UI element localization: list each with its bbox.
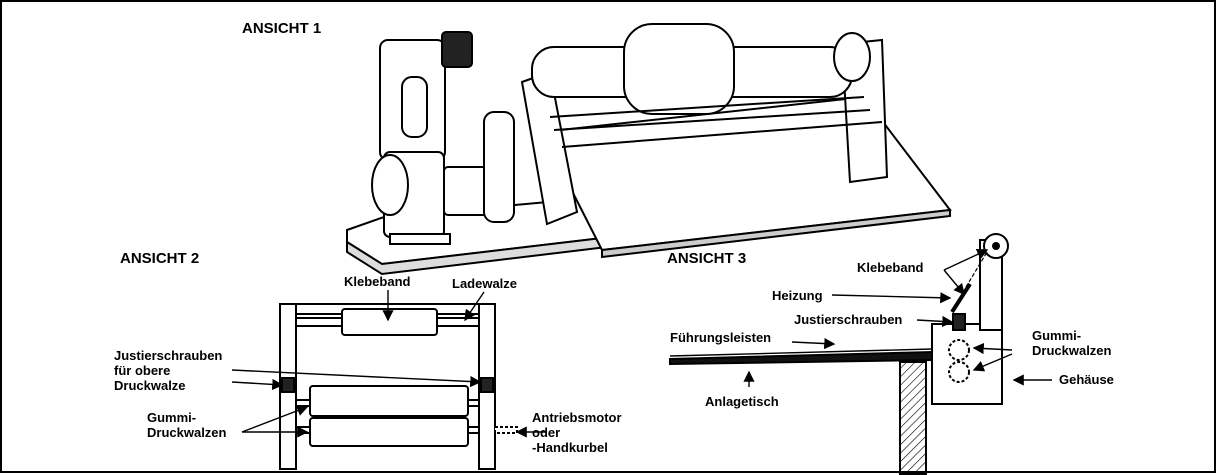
- view3-label-fuehrungsleisten: Führungsleisten: [670, 330, 772, 345]
- view2-label-justierschrauben-line3: Druckwalze: [114, 378, 186, 393]
- view2-label-antrieb-line2: oder: [532, 425, 561, 440]
- view3-label-gummi-line2: Druckwalzen: [1032, 343, 1112, 358]
- view3-side-view: [669, 233, 1009, 475]
- view2-label-gummi-line2: Druckwalzen: [147, 425, 227, 440]
- view2-label-antrieb-line1: Antriebsmotor: [532, 410, 622, 425]
- view3-label-klebeband: Klebeband: [857, 260, 924, 275]
- view2-label-klebeband: Klebeband: [344, 274, 411, 289]
- view3-label-anlagetisch: Anlagetisch: [705, 394, 779, 409]
- view3-leader-lines: [743, 249, 1052, 387]
- view2-leader-lines: [231, 290, 547, 438]
- view2-label-justierschrauben-line2: für obere: [114, 363, 171, 378]
- view1-machine-illustration: [346, 23, 952, 276]
- view1-title: ANSICHT 1: [242, 20, 322, 37]
- view3-label-gummi-line1: Gummi-: [1032, 328, 1082, 343]
- view2-label-ladewalze: Ladewalze: [452, 276, 518, 291]
- view2-label-gummi-line1: Gummi-: [147, 410, 197, 425]
- view2-label-antrieb-line3: -Handkurbel: [532, 440, 608, 455]
- view3-label-heizung: Heizung: [772, 288, 823, 303]
- view3-title: ANSICHT 3: [667, 250, 747, 267]
- view3-label-gehaeuse: Gehäuse: [1059, 372, 1114, 387]
- view3-label-justierschrauben: Justierschrauben: [794, 312, 903, 327]
- view2-title: ANSICHT 2: [120, 250, 200, 267]
- view2-label-justierschrauben-line1: Justierschrauben: [114, 348, 223, 363]
- view2-front-view: [279, 303, 518, 470]
